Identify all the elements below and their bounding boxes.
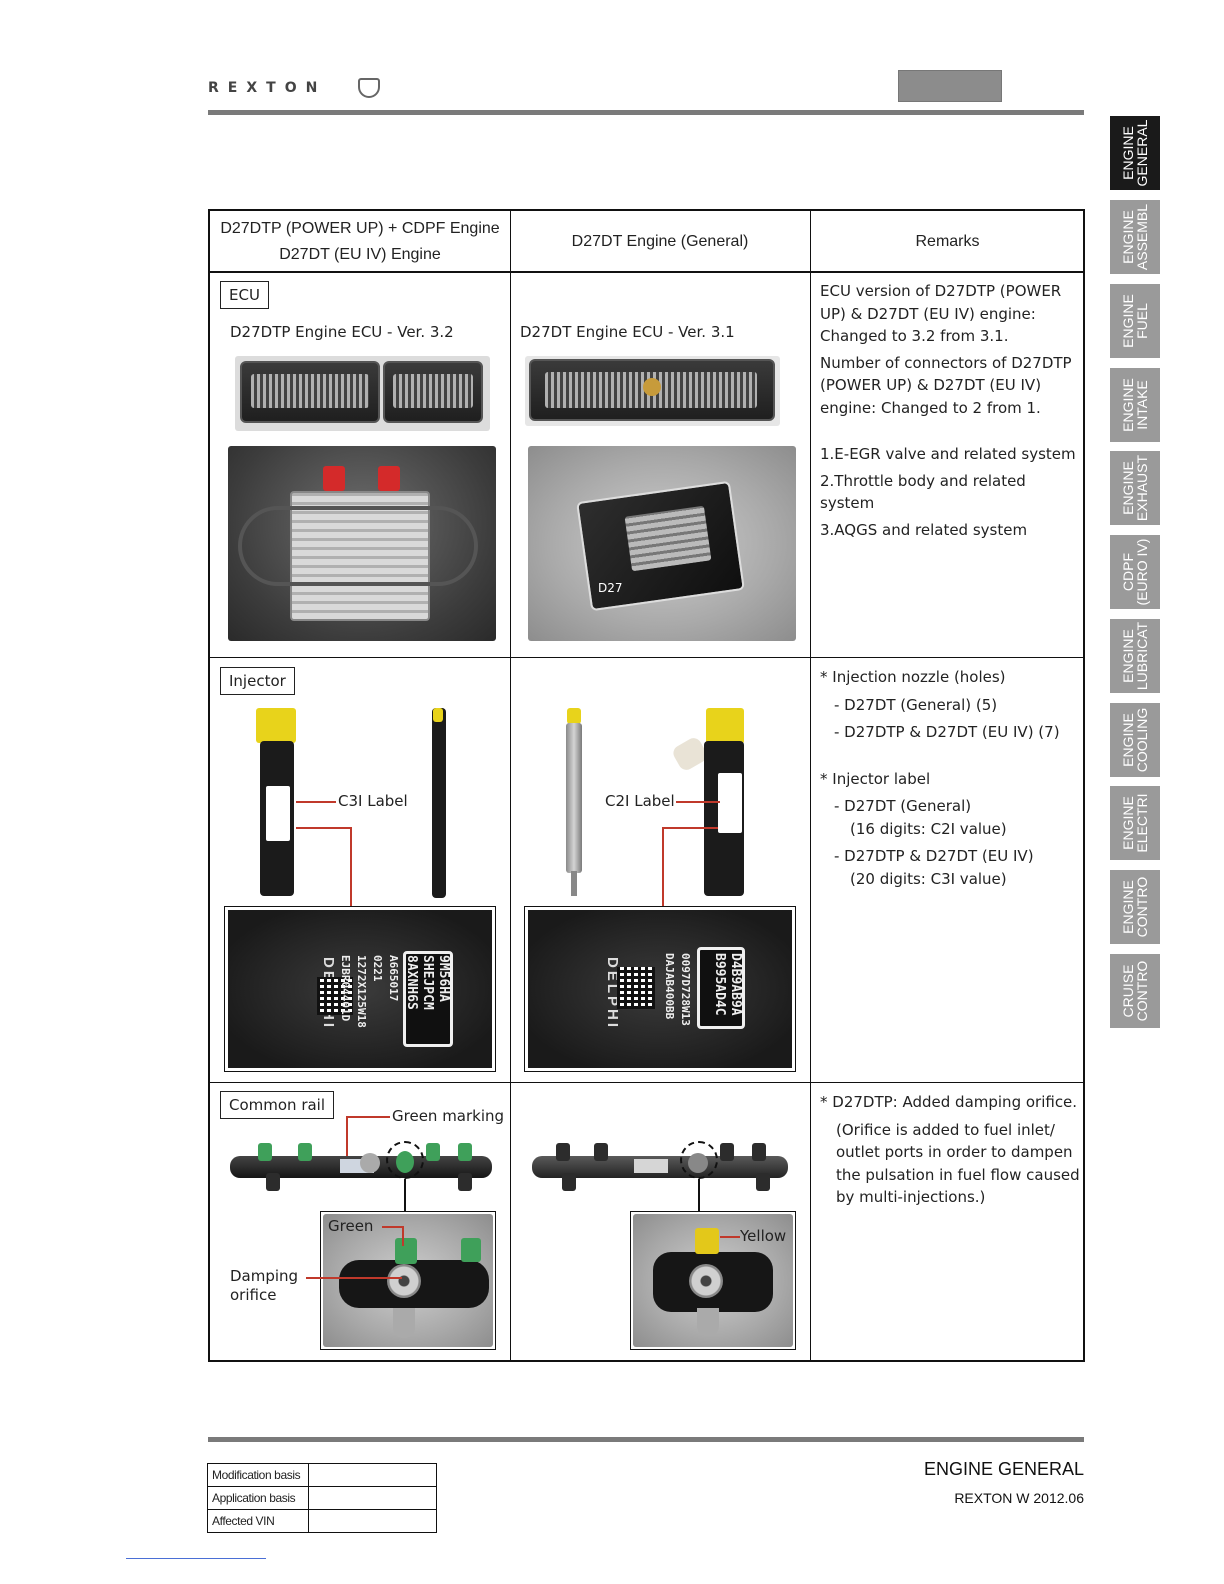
injector-label: Injector bbox=[220, 667, 295, 695]
row-divider bbox=[210, 657, 1083, 658]
c2i-label-text: D4B9AB9A B995AD4C bbox=[712, 953, 743, 1016]
new-ecu-connector-photo bbox=[235, 356, 490, 431]
tab-engine-exhaust[interactable]: ENGINE EXHAUST bbox=[1110, 451, 1160, 525]
callout-line bbox=[382, 1226, 404, 1228]
new-rail-closeup bbox=[320, 1211, 496, 1350]
header-remarks: Remarks bbox=[915, 232, 980, 250]
application-basis-value bbox=[308, 1486, 437, 1510]
callout-line bbox=[346, 1116, 348, 1158]
comparison-table: D27DTP (POWER UP) + CDPF Engine D27DT (E… bbox=[208, 209, 1085, 1362]
affected-vin-label: Affected VIN bbox=[207, 1509, 309, 1533]
modification-basis-value bbox=[308, 1463, 437, 1487]
affected-vin-value bbox=[308, 1509, 437, 1533]
tab-cruise-control[interactable]: CRUISE CONTRO bbox=[1110, 954, 1160, 1028]
qr-code-icon bbox=[317, 977, 353, 1015]
new-ecu-installed-photo bbox=[228, 446, 496, 641]
brand-badge-icon bbox=[358, 78, 380, 98]
footer-model-date: REXTON W 2012.06 bbox=[954, 1490, 1084, 1506]
tab-engine-fuel[interactable]: ENGINE FUEL bbox=[1110, 284, 1160, 358]
footer-section-title: ENGINE GENERAL bbox=[923, 1459, 1084, 1479]
callout-line bbox=[698, 1179, 700, 1211]
callout-line bbox=[720, 1236, 740, 1238]
c2i-label-closeup: DELPHI D4B9AB9A B995AD4C 0097D728W13 DAJ… bbox=[524, 906, 796, 1072]
yellow-caption: Yellow bbox=[740, 1227, 787, 1245]
tab-engine-cooling[interactable]: ENGINE COOLING bbox=[1110, 703, 1160, 777]
highlight-circle bbox=[386, 1141, 424, 1179]
row-divider bbox=[210, 1082, 1083, 1083]
brand-wordmark: REXTON bbox=[208, 80, 327, 96]
callout-line bbox=[662, 827, 664, 907]
footer-rule bbox=[208, 1437, 1084, 1442]
callout-line bbox=[404, 1179, 406, 1211]
rexton-logo: REXTON bbox=[208, 78, 388, 100]
ecu-label: ECU bbox=[220, 281, 269, 309]
green-caption: Green bbox=[328, 1217, 374, 1235]
old-ecu-connector-photo bbox=[525, 356, 780, 426]
common-rail-label: Common rail bbox=[220, 1091, 335, 1119]
callout-line bbox=[296, 827, 352, 829]
tab-engine-control[interactable]: ENGINE CONTRO bbox=[1110, 870, 1160, 944]
c3i-label-caption: C3I Label bbox=[338, 792, 408, 810]
c3i-label-text: 9M56HA SHEJPCM 8AXNH6S bbox=[404, 955, 451, 1010]
callout-line bbox=[350, 827, 352, 907]
row-divider bbox=[210, 271, 1083, 273]
old-ecu-installed-photo: D27 bbox=[528, 446, 796, 641]
tab-engine-lubrication[interactable]: ENGINE LUBRICAT bbox=[1110, 619, 1160, 693]
application-basis-label: Application basis bbox=[207, 1486, 309, 1510]
c3i-label-text-small: A665017 0221 1272X125W18 EJBR04401D bbox=[339, 955, 400, 1028]
green-marking-caption: Green marking bbox=[392, 1107, 505, 1125]
highlight-circle bbox=[680, 1141, 718, 1179]
table-row: Affected VIN bbox=[207, 1509, 437, 1533]
common-rail-remarks: * D27DTP: Added damping orifice. (Orific… bbox=[820, 1093, 1080, 1206]
table-row: Modification basis bbox=[207, 1463, 437, 1487]
old-rail-closeup bbox=[630, 1211, 796, 1350]
callout-line bbox=[402, 1226, 404, 1246]
damping-orifice-caption: Damping orifice bbox=[230, 1267, 299, 1304]
tab-engine-assembly[interactable]: ENGINE ASSEMBL bbox=[1110, 200, 1160, 274]
bottom-link-underline[interactable] bbox=[126, 1558, 266, 1559]
header-general-engine: D27DT Engine (General) bbox=[571, 232, 749, 250]
col-divider bbox=[510, 211, 511, 1360]
new-ecu-caption: D27DTP Engine ECU - Ver. 3.2 bbox=[230, 323, 454, 341]
injector-remarks: * Injection nozzle (holes) - D27DT (Gene… bbox=[820, 668, 1060, 888]
callout-line bbox=[676, 801, 720, 803]
callout-line bbox=[306, 1277, 402, 1279]
tab-engine-electrical[interactable]: ENGINE ELECTRI bbox=[1110, 786, 1160, 860]
old-ecu-caption: D27DT Engine ECU - Ver. 3.1 bbox=[520, 323, 735, 341]
c2i-label-caption: C2I Label bbox=[605, 792, 675, 810]
header-rule bbox=[208, 110, 1084, 115]
header-new-engine: D27DTP (POWER UP) + CDPF Engine D27DT (E… bbox=[220, 219, 500, 263]
col-divider bbox=[810, 211, 811, 1360]
tab-engine-intake[interactable]: ENGINE INTAKE bbox=[1110, 368, 1160, 442]
header-gray-box bbox=[898, 70, 1002, 102]
table-row: Application basis bbox=[207, 1486, 437, 1510]
modification-basis-label: Modification basis bbox=[207, 1463, 309, 1487]
callout-line bbox=[346, 1116, 390, 1118]
ecu-box-marking: D27 bbox=[598, 581, 623, 595]
tab-engine-general[interactable]: ENGINE GENERAL bbox=[1110, 116, 1160, 190]
c3i-label-closeup: DELPHI 9M56HA SHEJPCM 8AXNH6S A665017 02… bbox=[224, 906, 496, 1072]
qr-code-icon bbox=[617, 967, 655, 1009]
c2i-label-text-small: 0097D728W13 DAJAB400BB bbox=[663, 953, 692, 1026]
callout-line bbox=[296, 801, 336, 803]
callout-line bbox=[662, 827, 718, 829]
revision-table: Modification basis Application basis Aff… bbox=[207, 1463, 437, 1533]
tab-cdpf[interactable]: CDPF (EURO IV) bbox=[1110, 535, 1160, 609]
ecu-remarks: ECU version of D27DTP (POWER UP) & D27DT… bbox=[820, 282, 1076, 539]
